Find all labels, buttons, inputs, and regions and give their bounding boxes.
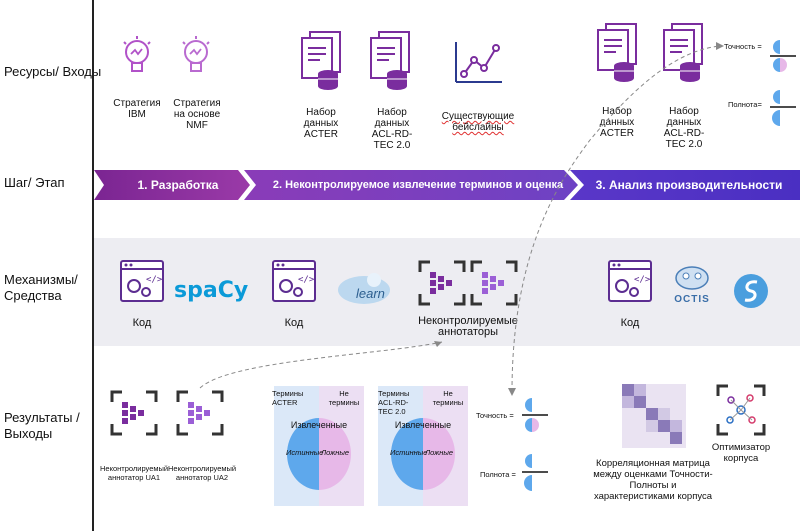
mech-annotators-caption: Неконтролируемые аннотаторы [418,315,518,338]
recall-formula-icon [770,90,796,126]
input-ibm-caption: Стратегия IBM [113,98,161,120]
result-ua1-caption: Неконтролируемый аннотатор UA1 [100,464,169,482]
input-recall-label: Полнота= [728,100,762,109]
venn2-extracted: Извлеченные [394,420,452,430]
venn1-false: Ложные [320,448,350,457]
line-chart-icon [455,42,502,83]
step-1-label: 1. Разработка [137,178,219,192]
result-corr-caption: Корреляционная матрица между оценками То… [593,458,713,502]
result-precision-formula [522,398,548,432]
annotator-icon [418,260,466,306]
lightbulb-icon [182,36,210,72]
input-nmf-caption: Стратегия на основе NMF [173,98,221,131]
correlation-matrix-icon [622,384,686,448]
mech-code3-caption: Код [620,317,640,329]
step-3-label: 3. Анализ производительности [595,178,783,192]
sklearn-logo-icon [338,273,390,304]
venn1-nonterms: Не термины [328,389,360,407]
octis-logo-text: OCTIS [674,294,710,305]
code-window-icon: </> [608,260,652,302]
result-ua2-caption: Неконтролируемый аннотатор UA2 [168,464,237,482]
dataset-document-icon [663,23,703,82]
annotator-ua2-icon [176,390,224,436]
venn-panel-acter [274,386,364,506]
optimizer-network-icon [716,384,766,436]
svg-text:</>: </> [298,275,315,285]
dataset-document-icon [597,23,637,82]
spacy-logo: spaCy [174,278,249,303]
dataset-document-icon [301,31,341,90]
input-acl-caption: Набор данных ACL-RD-TEC 2.0 [371,107,413,151]
divider-line [92,0,94,531]
input-acl2-caption: Набор данных ACL-RD-TEC 2.0 [663,106,705,150]
venn2-false: Ложные [424,448,454,457]
connector-ua-to-annotators [199,341,443,389]
mechanisms-band [94,238,800,346]
venn2-true: Истинные [390,448,428,457]
dataset-document-icon [370,31,410,90]
code-window-icon: </> [120,260,164,302]
row-label-step: Шаг/ Этап [4,175,65,190]
connector-results-to-precision [511,45,721,393]
step-arrow-1 [94,170,250,200]
venn2-nonterms: Не термины [432,389,464,407]
step-arrows [94,170,800,200]
step-2-label: 2. Неконтролируемое извлечение терминов … [272,179,564,191]
result-recall-label: Полнота = [480,470,516,479]
input-acter2-caption: Набор данных ACTER [599,106,635,139]
row-label-results: Результаты / Выходы [4,410,80,441]
step-arrow-2 [244,170,578,200]
sklearn-logo-text: learn [356,286,385,301]
result-optimizer-caption: Оптимизатор корпуса [711,442,771,464]
step-arrow-3 [570,170,800,200]
mech-code2-caption: Код [284,317,304,329]
precision-formula-icon [770,40,796,72]
mech-code1-caption: Код [132,317,152,329]
venn-panel-acl [378,386,468,506]
venn1-terms: Термины ACTER [272,389,304,407]
venn1-extracted: Извлеченные [290,420,348,430]
result-recall-formula [522,454,548,491]
result-precision-label: Точность = [476,411,514,420]
input-acter-caption: Набор данных ACTER [303,107,339,140]
row-label-resources: Ресурсы/ Входы [4,64,102,79]
input-baselines-caption: Существующие бейслайны [441,111,515,133]
venn1-true: Истинные [286,448,324,457]
octis-logo-icon [675,266,709,290]
svg-text:</>: </> [146,275,163,285]
input-precision-label: Точность = [724,42,762,51]
code-window-icon: </> [272,260,316,302]
annotator-icon [470,260,518,306]
annotator-ua1-icon [110,390,158,436]
svg-text:</>: </> [634,275,651,285]
lightbulb-icon [123,36,151,72]
venn2-terms: Термины ACL-RD-TEC 2.0 [378,389,410,416]
row-label-mechanisms: Механизмы/ Средства [4,272,78,303]
optimizer-logo-icon [734,274,768,308]
